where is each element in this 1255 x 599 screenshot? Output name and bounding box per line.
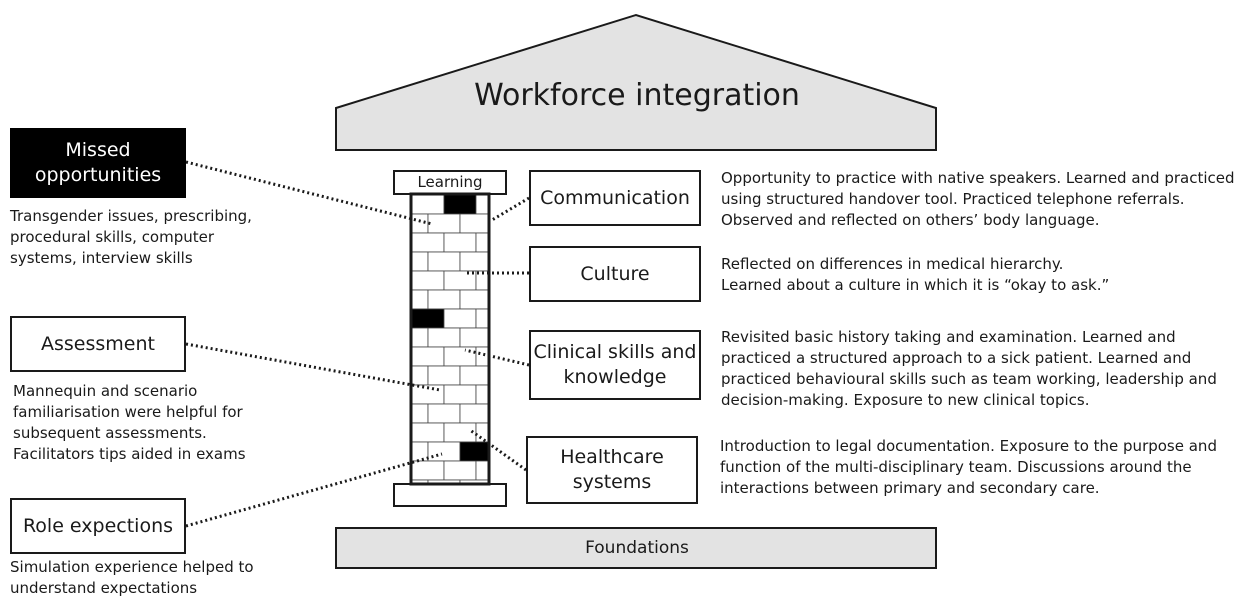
connector-missed [185,160,433,226]
brick [475,194,489,215]
culture-description: Reflected on differences in medical hier… [721,255,1110,294]
brick [443,460,477,481]
brick [411,422,445,443]
healthcare-systems-description: Introduction to legal documentation. Exp… [720,437,1217,497]
pillar-shaft [409,192,491,486]
culture-box: Culture [529,246,701,302]
pillar-cap-label: Learning [417,172,483,191]
brick [459,403,489,424]
missed-opportunities-description: Transgender issues, prescribing, procedu… [10,207,252,267]
brick [411,213,429,234]
brick [459,251,489,272]
brick [459,289,489,310]
brick [427,289,461,310]
missed-opportunities-box: Missed opportunities [10,128,186,198]
brick [475,460,489,481]
brick [411,327,429,348]
role-expectations-description: Simulation experience helped to understa… [10,558,254,597]
brick [443,232,477,253]
missing-brick [443,194,477,215]
brick [459,213,489,234]
brick [411,232,445,253]
connector-clinical [464,348,530,367]
pillar-base [393,483,507,507]
brick [427,327,461,348]
brick [443,384,477,405]
foundation-label: Foundations [585,538,689,558]
brick [411,289,429,310]
brick [411,270,445,291]
brick [475,422,489,443]
connector-healthcare [469,428,527,472]
brick [427,213,461,234]
communication-description: Opportunity to practice with native spea… [721,169,1235,229]
assessment-description: Mannequin and scenario familiarisation w… [13,382,246,463]
healthcare-systems-box: Healthcare systems [526,436,698,504]
brick [475,308,489,329]
brick [443,270,477,291]
pillar-bricks [411,194,489,484]
brick [427,441,461,462]
brick [475,232,489,253]
missing-brick [459,441,489,462]
brick [475,346,489,367]
connector-assessment [185,342,441,392]
brick [443,346,477,367]
brick [411,194,445,215]
clinical-skills-description: Revisited basic history taking and exami… [721,328,1217,409]
brick [443,308,477,329]
connector-communication [491,196,530,222]
missing-brick [411,308,445,329]
roof-shape [335,13,937,151]
brick [427,251,461,272]
brick [411,403,429,424]
brick [411,251,429,272]
brick [475,384,489,405]
assessment-box: Assessment [10,316,186,372]
brick [411,460,445,481]
communication-box: Communication [529,170,701,226]
brick [427,403,461,424]
brick [459,365,489,386]
roof-title: Workforce integration [474,78,800,113]
brick [459,327,489,348]
brick [411,346,445,367]
brick [427,365,461,386]
brick [411,365,429,386]
clinical-skills-box: Clinical skills and knowledge [529,330,701,400]
role-expectations-box: Role expections [10,498,186,554]
brick [411,441,429,462]
connector-role [185,452,443,528]
foundation-slab [335,527,937,569]
